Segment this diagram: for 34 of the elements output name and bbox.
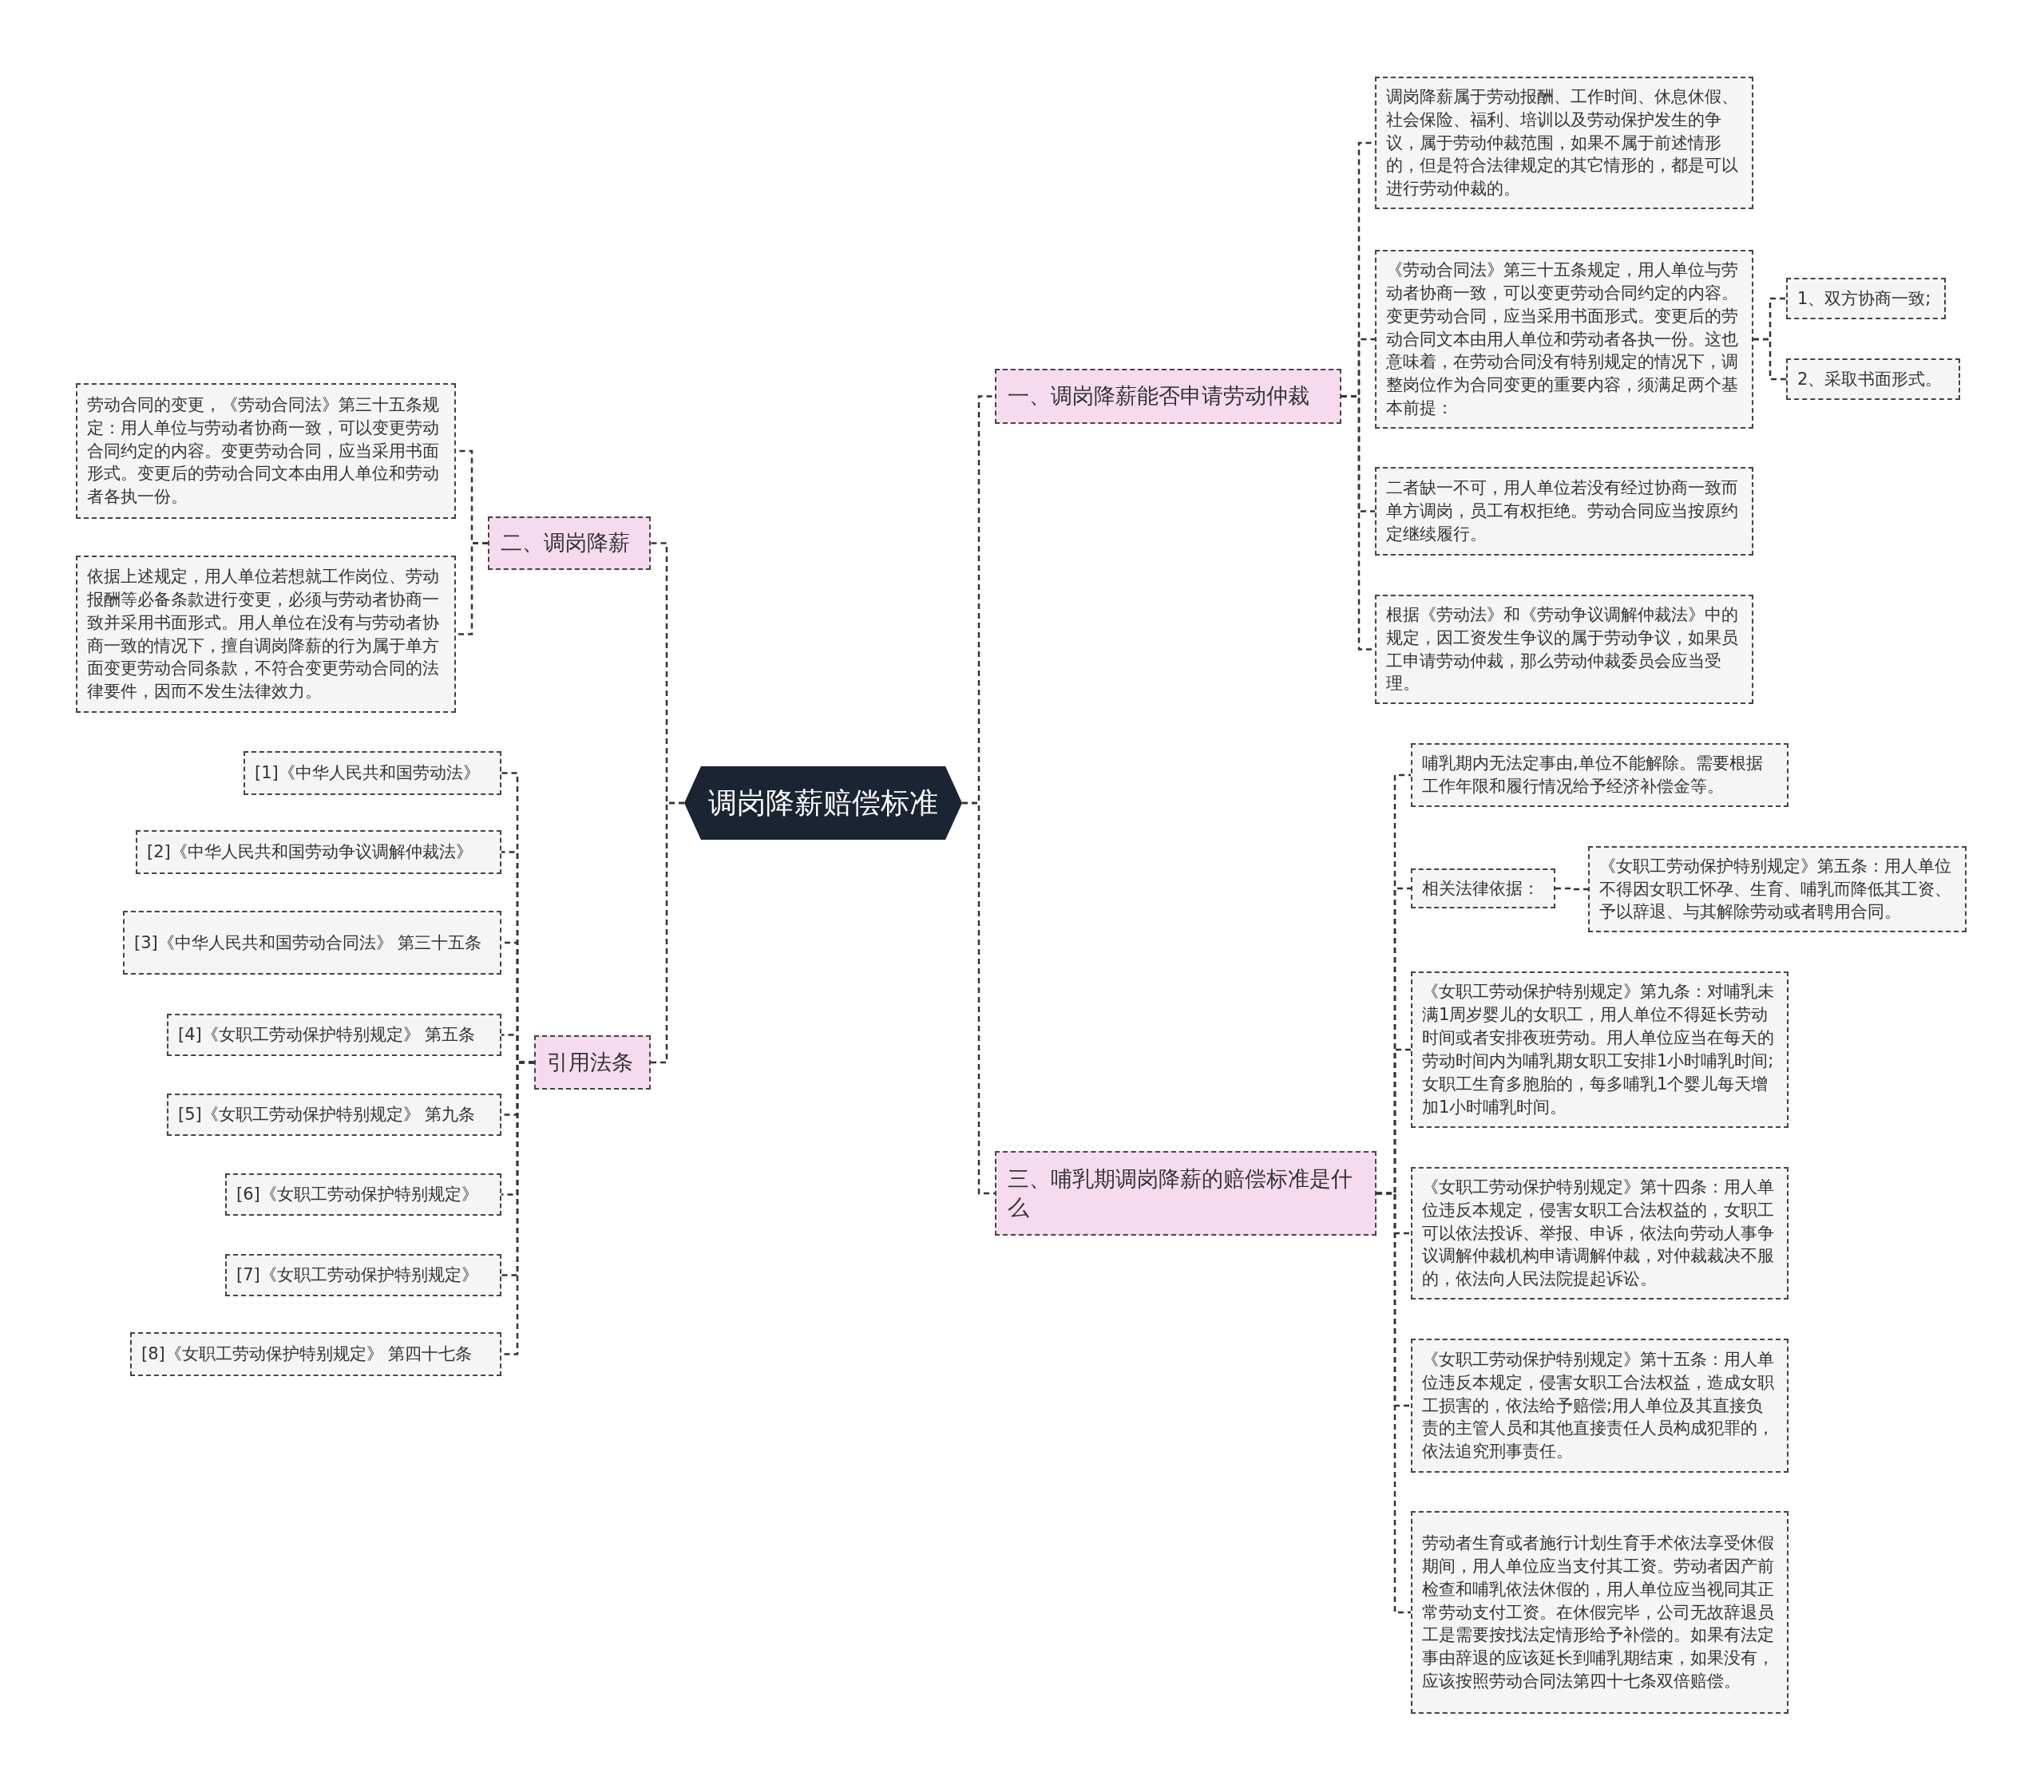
note-card: 《女职工劳动保护特别规定》第九条：对哺乳未满1周岁婴儿的女职工，用人单位不得延长劳动时间或者安排夜班劳动。用人单位应当在每天的劳动时间内为哺乳期女职工安排1小时哺乳时间;女职工生育多胞胎的，每多哺乳1个婴儿每天增加1小时哺乳时间。 xyxy=(1411,971,1788,1128)
note-card: [8]《女职工劳动保护特别规定》 第四十七条 xyxy=(130,1332,501,1376)
note-card: [4]《女职工劳动保护特别规定》 第五条 xyxy=(167,1014,501,1056)
note-card: 劳动者生育或者施行计划生育手术依法享受休假期间，用人单位应当支付其工资。劳动者因产前检查和哺乳依法休假的，用人单位应当视同其正常劳动支付工资。在休假完毕，公司无故辞退员工是需要按找法定情形给予补偿的。如果有法定事由辞退的应该延长到哺乳期结束，如果没有，应该按照劳动合同法第四十七条双倍赔偿。 xyxy=(1411,1511,1788,1714)
connector-line xyxy=(962,801,995,1195)
note-card: 1、双方协商一致; xyxy=(1786,278,1946,319)
connector-line xyxy=(651,801,684,1064)
note-card: 劳动合同的变更，《劳动合同法》第三十五条规定：用人单位与劳动者协商一致，可以变更劳动合同约定的内容。变更劳动合同，应当采用书面形式。变更后的劳动合同文本由用人单位和劳动者各执一份。 xyxy=(76,383,456,519)
connector-line xyxy=(1753,338,1786,381)
note-card: 《劳动合同法》第三十五条规定，用人单位与劳动者协商一致，可以变更劳动合同约定的内容。变更劳动合同，应当采用书面形式。变更后的劳动合同文本由用人单位和劳动者各执一份。这也意味着，在劳动合同没有特别规定的情况下，调整岗位作为合同变更的重要内容，须满足两个基本前提： xyxy=(1375,250,1753,429)
note-card: 2、采取书面形式。 xyxy=(1786,358,1960,400)
note-card: 《女职工劳动保护特别规定》第五条：用人单位不得因女职工怀孕、生育、哺乳而降低其工资、予以辞退、与其解除劳动或者聘用合同。 xyxy=(1588,846,1967,932)
branch-topic: 三、哺乳期调岗降薪的赔偿标准是什么 xyxy=(995,1151,1377,1236)
connector-line xyxy=(1377,1192,1411,1614)
note-card: [7]《女职工劳动保护特别规定》 xyxy=(225,1254,501,1296)
note-card: [1]《中华人民共和国劳动法》 xyxy=(244,751,501,795)
note-card: 依据上述规定，用人单位若想就工作岗位、劳动报酬等必备条款进行变更，必须与劳动者协商一致并采用书面形式。用人单位在没有与劳动者协商一致的情况下，擅自调岗降薪的行为属于单方面变更劳动合同条款，不符合变更劳动合同的法律要件，因而不发生法律效力。 xyxy=(76,556,456,713)
branch-topic: 引用法条 xyxy=(534,1035,651,1090)
branch-topic: 二、调岗降薪 xyxy=(488,516,651,570)
note-card: 哺乳期内无法定事由,单位不能解除。需要根据工作年限和履行情况给予经济补偿金等。 xyxy=(1411,743,1788,807)
central-topic: 调岗降薪赔偿标准 xyxy=(684,766,962,840)
note-card: 《女职工劳动保护特别规定》第十五条：用人单位违反本规定，侵害女职工合法权益，造成女职工损害的，依法给予赔偿;用人单位及其直接负责的主管人员和其他直接责任人员构成犯罪的，依法追究刑事责任。 xyxy=(1411,1339,1788,1473)
note-card: 二者缺一不可，用人单位若没有经过协商一致而单方调岗，员工有权拒绝。劳动合同应当按原约定继续履行。 xyxy=(1375,467,1753,556)
note-card: [6]《女职工劳动保护特别规定》 xyxy=(225,1173,501,1216)
note-card: 《女职工劳动保护特别规定》第十四条：用人单位违反本规定，侵害女职工合法权益的，女职工可以依法投诉、举报、申诉，依法向劳动人事争议调解仲裁机构申请调解仲裁，对仲裁裁决不服的，依法向人民法院提起诉讼。 xyxy=(1411,1167,1788,1299)
branch-topic: 一、调岗降薪能否申请劳动仲裁 xyxy=(995,369,1341,424)
connector-line xyxy=(456,542,488,635)
note-card: [2]《中华人民共和国劳动争议调解仲裁法》 xyxy=(136,830,501,874)
note-card: 调岗降薪属于劳动报酬、工作时间、休息休假、社会保险、福利、培训以及劳动保护发生的争议，属于劳动仲裁范围，如果不属于前述情形的，但是符合法律规定的其它情形的，都是可以进行劳动仲裁的。 xyxy=(1375,77,1753,209)
note-card: [3]《中华人民共和国劳动合同法》 第三十五条 xyxy=(123,911,501,975)
note-card: 相关法律依据： xyxy=(1411,868,1555,908)
note-card: [5]《女职工劳动保护特别规定》 第九条 xyxy=(167,1094,501,1136)
connector-line xyxy=(1555,887,1588,891)
note-card: 根据《劳动法》和《劳动争议调解仲裁法》中的规定，因工资发生争议的属于劳动争议，如果员工申请劳动仲裁，那么劳动仲裁委员会应当受理。 xyxy=(1375,595,1753,704)
